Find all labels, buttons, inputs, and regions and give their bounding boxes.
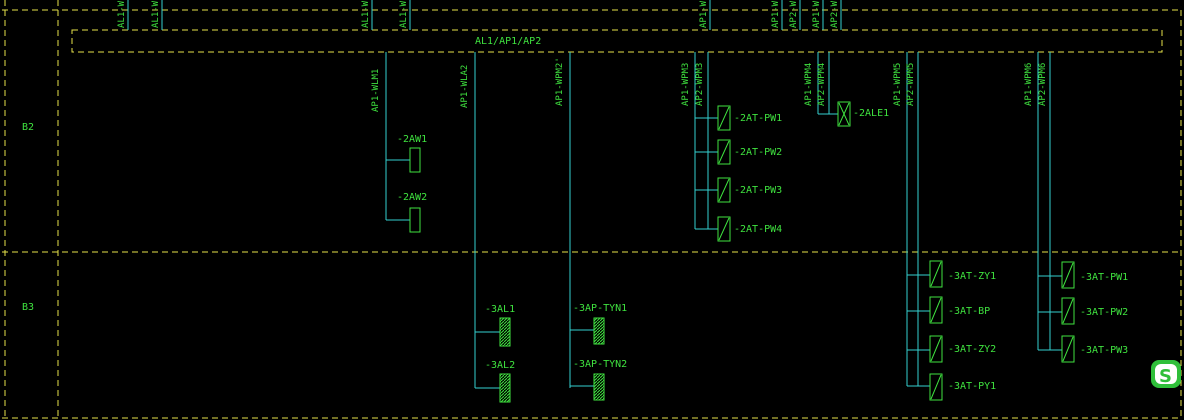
floor-label-b3: B3 xyxy=(22,302,34,313)
panel-3al1 xyxy=(499,317,511,347)
feeder-wpm2: AP1-WPM2' -3AP-TYN1 -3AP-TYN2 xyxy=(555,52,627,401)
device-label: -3AT-PW3 xyxy=(1080,345,1128,356)
feeder-label: AP2-WPM5 xyxy=(906,63,916,106)
switch-3at-pw3 xyxy=(1061,335,1075,363)
device-label: -3AT-PW1 xyxy=(1080,272,1128,283)
switch-3at-pw1 xyxy=(1061,261,1075,289)
panel-2aw2 xyxy=(409,207,421,233)
top-feeder-label: AP1-WP xyxy=(812,0,822,28)
device-label: -3AT-BP xyxy=(948,306,990,317)
feeder-wpm3: AP1-WPM3 AP2-WPM3 -2AT-PW1 -2AT-PW2 -2AT… xyxy=(681,52,782,242)
top-feeder-label: AL1-WL xyxy=(117,0,127,28)
switch-3at-pw2 xyxy=(1061,297,1075,325)
device-label: -3AL2 xyxy=(485,360,515,371)
top-feeder-label: AL1-WL xyxy=(151,0,161,28)
device-label: -3AT-PY1 xyxy=(948,381,996,392)
watermark-logo: S xyxy=(1151,360,1181,388)
device-label: -2AT-PW4 xyxy=(734,224,782,235)
top-feeder-label: AP2-WP xyxy=(830,0,840,28)
switch-2at-pw4 xyxy=(717,216,731,242)
feeder-label: AP1-WPM4 xyxy=(804,63,814,106)
switch-3at-py1 xyxy=(929,373,943,401)
feeder-wpm5: AP1-WPM5 AP2-WPM5 -3AT-ZY1 -3AT-BP -3AT-… xyxy=(893,52,996,401)
switch-2at-pw3 xyxy=(717,177,731,203)
feeder-label: AP2-WPM3 xyxy=(695,63,705,106)
floor-label-b2: B2 xyxy=(22,122,34,133)
panel-3al2 xyxy=(499,373,511,403)
feeder-label: AP2-WPM6 xyxy=(1038,63,1048,106)
switch-3at-zy2 xyxy=(929,335,943,363)
feeder-label: AP1-WLM1 xyxy=(371,69,381,112)
device-label: -3AT-ZY1 xyxy=(948,271,996,282)
top-feeder-label: AL1-WL xyxy=(361,0,371,28)
device-label: -2ALE1 xyxy=(853,108,889,119)
switch-3at-zy1 xyxy=(929,260,943,288)
top-feeder-label: AL1-WL xyxy=(399,0,409,28)
logo-letter: S xyxy=(1159,366,1172,387)
panel-2ale1 xyxy=(837,101,851,127)
feeder-wlm1: AP1-WLM1 -2AW1 -2AW2 xyxy=(371,52,427,233)
feeder-wla2: AP1-WLA2 -3AL1 -3AL2 xyxy=(460,52,515,403)
device-label: -3AL1 xyxy=(485,304,515,315)
device-label: -2AW1 xyxy=(397,134,427,145)
feeder-label: AP1-WPM5 xyxy=(893,63,903,106)
feeder-label: AP1-WPM6 xyxy=(1024,63,1034,106)
feeder-wpm6: AP1-WPM6 AP2-WPM6 -3AT-PW1 -3AT-PW2 -3AT… xyxy=(1024,52,1128,363)
feeder-label: AP1-WPM2' xyxy=(555,57,565,106)
device-label: -2AW2 xyxy=(397,192,427,203)
top-feeder-label: AP1-WP xyxy=(771,0,781,28)
busbar-box xyxy=(71,29,1163,53)
panel-2aw1 xyxy=(409,147,421,173)
panel-3ap-tyn1 xyxy=(593,317,605,345)
top-feeder-label: AP2-WP xyxy=(789,0,799,28)
device-label: -3AP-TYN2 xyxy=(573,359,627,370)
switch-2at-pw2 xyxy=(717,139,731,165)
busbar-label: AL1/AP1/AP2 xyxy=(475,36,541,47)
device-label: -2AT-PW2 xyxy=(734,147,782,158)
device-label: -3AP-TYN1 xyxy=(573,303,627,314)
top-feeder-label: AP1-WP xyxy=(699,0,709,28)
device-label: -2AT-PW1 xyxy=(734,113,782,124)
feeder-label: AP2-WPM4 xyxy=(817,63,827,106)
panel-3ap-tyn2 xyxy=(593,373,605,401)
feeder-label: AP1-WLA2 xyxy=(460,65,470,108)
feeder-wpm4: AP1-WPM4 AP2-WPM4 -2ALE1 xyxy=(804,52,889,127)
switch-2at-pw1 xyxy=(717,105,731,131)
device-label: -3AT-PW2 xyxy=(1080,307,1128,318)
device-label: -2AT-PW3 xyxy=(734,185,782,196)
device-label: -3AT-ZY2 xyxy=(948,344,996,355)
top-feeders: AL1-WL AL1-WL AL1-WL AL1-WL AP1-WP AP1-W… xyxy=(117,0,842,30)
feeder-label: AP1-WPM3 xyxy=(681,63,691,106)
switch-3at-bp xyxy=(929,296,943,324)
